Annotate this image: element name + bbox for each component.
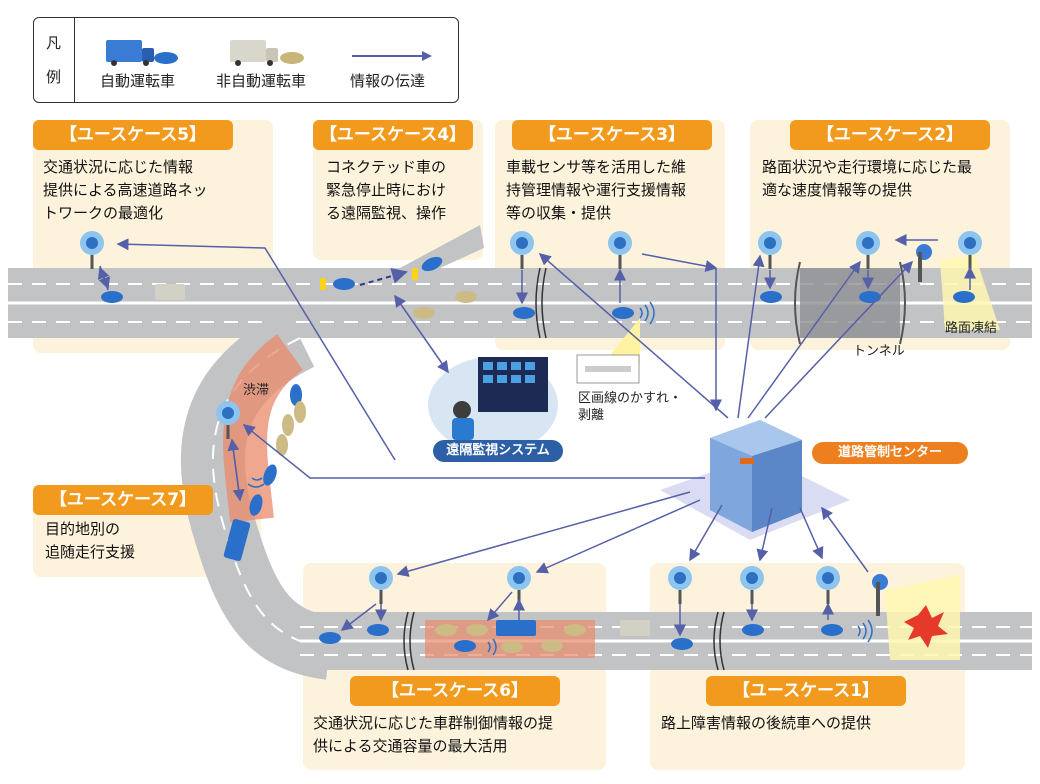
legend-graphics [106,40,432,66]
case5-text: 交通状況に応じた情報 提供による高速道路ネッ トワークの最適化 [43,158,208,222]
case7-title: 【ユースケース7】 [33,485,213,515]
legend-side-bottom: 例 [46,68,62,86]
case4-text: コネクテッド車の 緊急停止時におけ る遠隔監視、操作 [326,158,447,222]
case3-title: 【ユースケース3】 [512,120,712,150]
case6-text: 交通状況に応じた車群制御情報の提 供による交通容量の最大活用 [313,714,554,755]
legend-box: 凡 例 自動運転車 非自動運転車 情報の伝達 [33,17,459,103]
signal-wave-icon [247,301,873,656]
merge-ramp [400,225,484,268]
control-center-icon [660,420,850,540]
legend-side: 凡 例 [34,18,75,102]
control-center-badge: 道路管制センター [812,442,968,464]
camera-icon [872,574,888,616]
hazard-light-icon [320,268,418,290]
legend-side-top: 凡 [46,34,62,52]
autonomous-vehicle-icon [101,256,975,652]
autonomous-vehicle-icon [106,40,178,66]
antenna-icon [80,231,982,604]
merge-path-arrow [359,268,408,286]
remote-monitoring-icon [428,357,558,453]
legend-manual-label: 非自動運転車 [216,72,307,90]
congestion-label: 渋滞 [243,383,270,398]
case2-title: 【ユースケース2】 [790,120,990,150]
road-freeze-label: 路面凍結 [945,321,998,336]
info-arrows [97,234,976,637]
camera-icon [916,244,932,282]
case2-text: 路面状況や走行環境に応じた最 適な速度情報等の提供 [762,158,973,199]
case4-title: 【ユースケース4】 [313,120,473,150]
case1-text: 路上障害情報の後続車への提供 [661,714,872,732]
case7-text: 目的地別の 追随走行支援 [45,520,136,561]
info-arrow-icon [352,51,432,61]
manual-vehicle-icon [155,284,650,653]
tunnel-label: トンネル [853,344,905,359]
legend-info-label: 情報の伝達 [350,72,426,90]
legend-autonomous-label: 自動運転車 [100,72,176,90]
case3-text: 車載センサ等を活用した維 持管理情報や運行支援情報 等の収集・提供 [506,158,687,222]
lane-fade-callout [610,318,640,365]
obstacle-icon [904,605,948,648]
case5-title: 【ユースケース5】 [33,120,233,150]
section-breaks [403,267,725,671]
remote-system-badge: 遠隔監視システム [433,440,563,462]
case1-title: 【ユースケース1】 [706,676,906,706]
lane-fade-label: 区画線のかすれ・ 剥離 [578,391,683,423]
case6-title: 【ユースケース6】 [350,676,560,706]
manual-vehicle-icon [230,40,304,66]
tunnel [794,261,906,345]
